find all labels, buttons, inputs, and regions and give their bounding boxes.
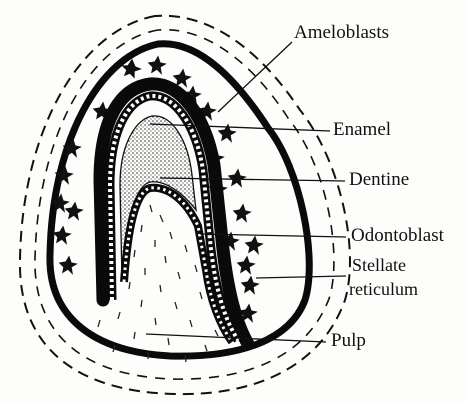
label-dentine: Dentine [349, 170, 409, 190]
label-ameloblasts: Ameloblasts [294, 23, 389, 43]
label-enamel: Enamel [333, 120, 391, 140]
label-reticulum: reticulum [349, 280, 418, 299]
label-stellate: Stellate [352, 256, 406, 275]
dentine-region [120, 116, 196, 280]
stellate-leader [256, 276, 346, 278]
label-odontoblast: Odontoblast [351, 226, 444, 246]
label-pulp: Pulp [331, 331, 366, 351]
